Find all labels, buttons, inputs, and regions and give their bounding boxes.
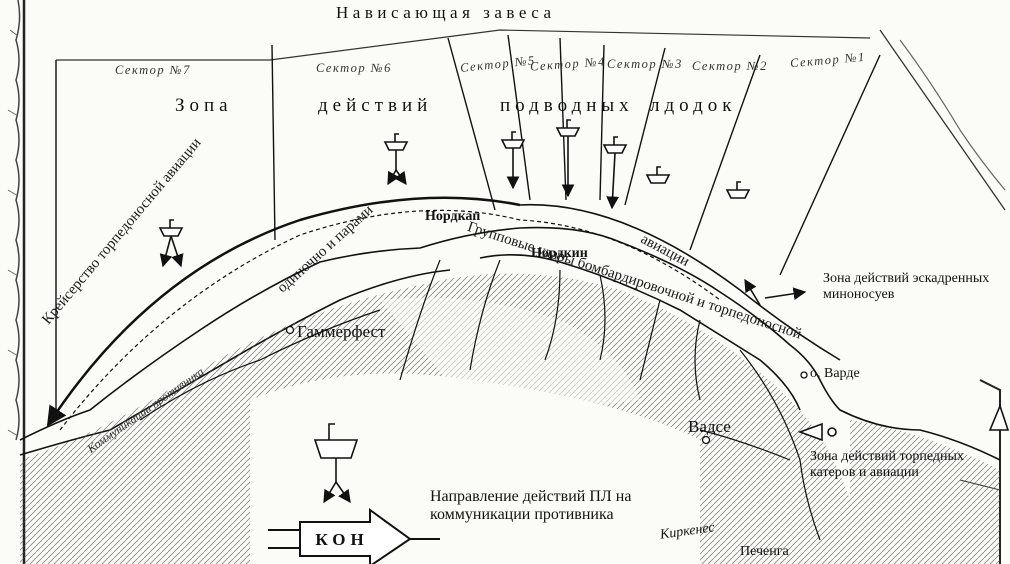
note-boats: Зона действий торпедных катеров и авиаци… (810, 449, 964, 481)
sector-label-2: Сектор №2 (692, 59, 768, 73)
zone-word-3: подводных (500, 95, 634, 116)
sector-lines (55, 34, 881, 420)
sector-label-3: Сектор №3 (607, 57, 683, 71)
place-nordkap: Нордкап (425, 209, 481, 224)
place-vadse: Вадсе (688, 417, 731, 436)
zone-word-4: лдодок (650, 95, 737, 116)
kon-arrow (268, 508, 440, 564)
arrow-icon (744, 278, 807, 306)
note-destroyers: Зона действий эскадренных миноносуев (823, 271, 990, 303)
place-nordkin: Нордкин (531, 246, 588, 261)
torpedo-boat-icon (797, 403, 1010, 442)
submarine-icons (158, 119, 751, 504)
place-hammerfest: Гаммерфест (297, 322, 386, 341)
sector-label-7: Сектор №7 (115, 63, 191, 77)
legend-text: Направление действий ПЛ на коммуникации … (430, 488, 632, 524)
aviation-routes (46, 196, 841, 431)
place-pechenga: Печенга (740, 544, 789, 559)
zone-word-2: действий (318, 95, 433, 116)
place-varde: о. Варде (810, 366, 860, 381)
top-title: Нависающая завеса (336, 3, 556, 22)
sector-label-6: Сектор №6 (316, 61, 392, 75)
legend-kon-label: КОН (315, 530, 369, 549)
zone-word-1: Зопа (175, 95, 233, 116)
